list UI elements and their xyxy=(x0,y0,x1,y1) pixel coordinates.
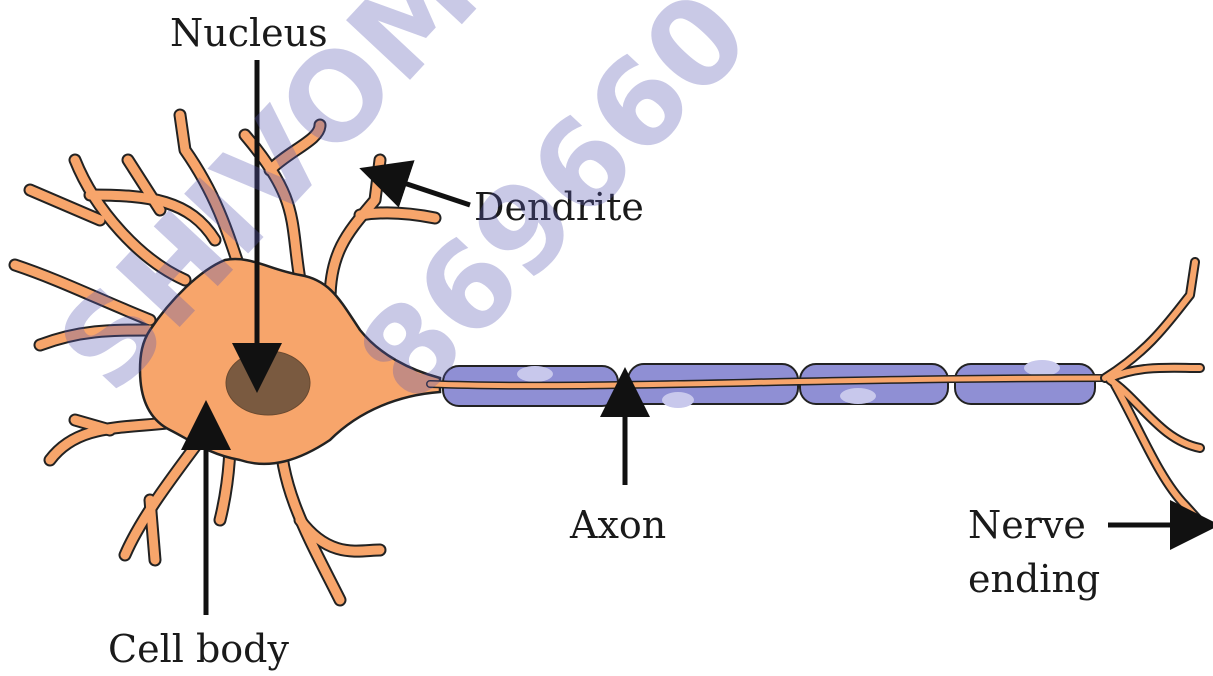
axon-label: Axon xyxy=(570,506,666,544)
nerve-endings xyxy=(1105,262,1203,525)
nerve-ending-label-line1: Nerve xyxy=(968,506,1086,544)
nucleus-shape xyxy=(226,351,310,415)
cell-body-label: Cell body xyxy=(108,630,289,668)
axon xyxy=(430,360,1110,408)
nerve-ending-label-line2: ending xyxy=(968,560,1100,598)
